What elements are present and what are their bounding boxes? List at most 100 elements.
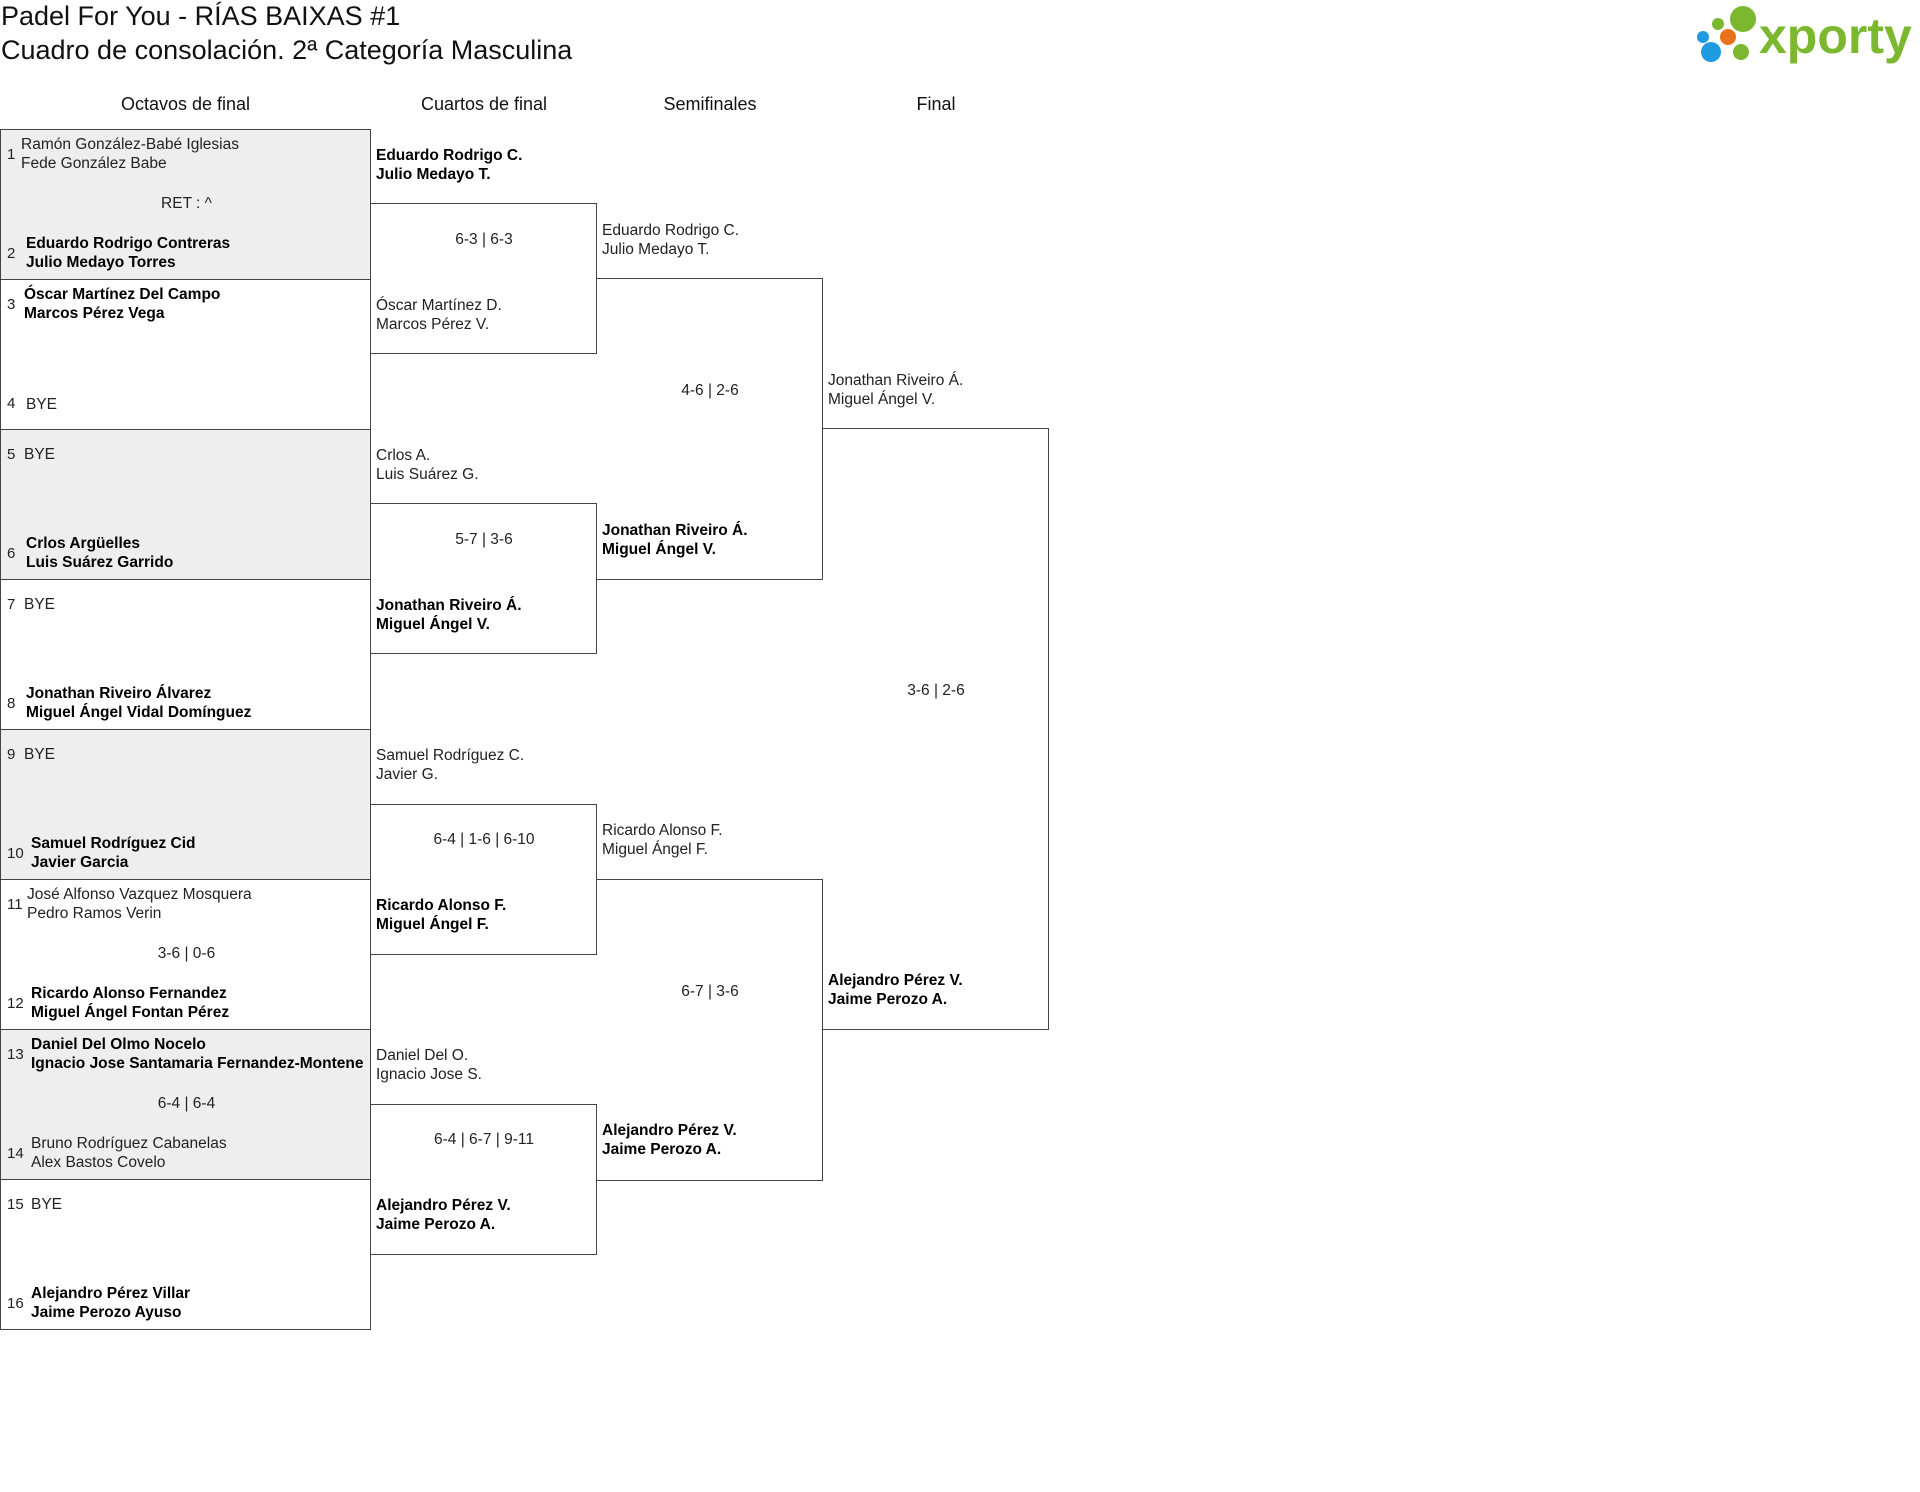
r16-match-2[interactable]: 3 Óscar Martínez Del Campo Marcos Pérez … bbox=[0, 279, 371, 430]
r16-match-6[interactable]: 11 José Alfonso Vazquez Mosquera Pedro R… bbox=[0, 879, 371, 1030]
qf3-team-top: Samuel Rodríguez C. Javier G. bbox=[376, 746, 524, 784]
team-top: José Alfonso Vazquez Mosquera Pedro Ramo… bbox=[27, 885, 252, 923]
qf-match-3[interactable]: 6-4 | 1-6 | 6-10 bbox=[371, 804, 597, 955]
player-name: Jaime Perozo A. bbox=[602, 1141, 722, 1158]
seed-number: 2 bbox=[7, 245, 16, 262]
match-score: 5-7 | 3-6 bbox=[455, 531, 513, 548]
player-name: Luis Suárez Garrido bbox=[26, 554, 174, 571]
player-name: Alejandro Pérez V. bbox=[376, 1197, 511, 1214]
player-name: Samuel Rodríguez C. bbox=[376, 747, 525, 764]
qf1-team-bottom: Óscar Martínez D. Marcos Pérez V. bbox=[376, 296, 502, 334]
player-name: Miguel Ángel V. bbox=[828, 391, 936, 408]
seed-number: 16 bbox=[7, 1295, 24, 1312]
player-name: Eduardo Rodrigo C. bbox=[376, 147, 523, 164]
match-score: 6-4 | 6-7 | 9-11 bbox=[434, 1131, 534, 1148]
player-name: José Alfonso Vazquez Mosquera bbox=[27, 886, 252, 903]
match-score: 6-4 | 1-6 | 6-10 bbox=[433, 831, 535, 848]
player-name: Samuel Rodríguez Cid bbox=[31, 835, 196, 852]
r16-match-3[interactable]: 5 BYE 6 Crlos Argüelles Luis Suárez Garr… bbox=[0, 429, 371, 580]
round-title-qf: Cuartos de final bbox=[420, 94, 548, 114]
match-score: 3-6 | 2-6 bbox=[907, 682, 965, 699]
qf4-team-top: Daniel Del O. Ignacio Jose S. bbox=[376, 1046, 482, 1084]
seed-number: 1 bbox=[7, 146, 16, 163]
seed-number: 7 bbox=[7, 596, 16, 613]
team-top-bye: BYE bbox=[31, 1195, 62, 1214]
player-name: Javier Garcia bbox=[31, 854, 129, 871]
team-top-bye: BYE bbox=[24, 745, 55, 764]
bye-label: BYE bbox=[24, 446, 56, 463]
r16-match-4[interactable]: 7 BYE 8 Jonathan Riveiro Álvarez Miguel … bbox=[0, 579, 371, 730]
round-title-r16: Octavos de final bbox=[120, 94, 251, 114]
team-bottom-winner: Ricardo Alonso Fernandez Miguel Ángel Fo… bbox=[31, 984, 229, 1022]
tournament-title: Padel For You - RÍAS BAIXAS #1 bbox=[1, 1, 401, 31]
match-score: 6-7 | 3-6 bbox=[681, 983, 739, 1000]
player-name: Miguel Ángel V. bbox=[376, 616, 490, 633]
qf2-team-bottom-winner: Jonathan Riveiro Á. Miguel Ángel V. bbox=[376, 596, 522, 634]
sf-match-1[interactable]: 4-6 | 2-6 bbox=[597, 278, 823, 580]
round-title-sf: Semifinales bbox=[663, 94, 757, 114]
player-name: Jaime Perozo A. bbox=[376, 1216, 496, 1233]
team-bottom: Bruno Rodríguez Cabanelas Alex Bastos Co… bbox=[31, 1134, 227, 1172]
qf2-team-top: Crlos A. Luis Suárez G. bbox=[376, 446, 479, 484]
bye-label: BYE bbox=[26, 396, 58, 413]
team-bottom-bye: BYE bbox=[26, 395, 57, 414]
qf4-team-bottom-winner: Alejandro Pérez V. Jaime Perozo A. bbox=[376, 1196, 511, 1234]
logo-text: xporty bbox=[1759, 8, 1912, 64]
player-name: Óscar Martínez Del Campo bbox=[24, 286, 221, 303]
player-name: Jonathan Riveiro Á. bbox=[376, 597, 522, 614]
draw-subtitle: Cuadro de consolación. 2ª Categoría Masc… bbox=[1, 35, 573, 65]
xporty-logo[interactable]: xporty bbox=[1695, 4, 1920, 68]
player-name: Marcos Pérez V. bbox=[376, 316, 490, 333]
player-name: Ignacio Jose Santamaria Fernandez-Monten… bbox=[31, 1055, 364, 1072]
match-score: 3-6 | 0-6 bbox=[157, 945, 216, 962]
player-name: Eduardo Rodrigo Contreras bbox=[26, 235, 231, 252]
qf3-team-bottom-winner: Ricardo Alonso F. Miguel Ángel F. bbox=[376, 896, 506, 934]
player-name: Marcos Pérez Vega bbox=[24, 305, 165, 322]
match-score: 6-3 | 6-3 bbox=[455, 231, 513, 248]
seed-number: 9 bbox=[7, 746, 16, 763]
seed-number: 6 bbox=[7, 545, 16, 562]
player-name: Javier G. bbox=[376, 766, 439, 783]
seed-number: 3 bbox=[7, 296, 16, 313]
qf-match-1[interactable]: 6-3 | 6-3 bbox=[371, 203, 597, 354]
player-name: Alejandro Pérez V. bbox=[602, 1122, 737, 1139]
team-top-winner: Daniel Del Olmo Nocelo Ignacio Jose Sant… bbox=[31, 1035, 363, 1073]
seed-number: 15 bbox=[7, 1196, 24, 1213]
player-name: Julio Medayo T. bbox=[376, 166, 491, 183]
match-score: RET : ^ bbox=[161, 195, 212, 212]
r16-match-8[interactable]: 15 BYE 16 Alejandro Pérez Villar Jaime P… bbox=[0, 1179, 371, 1330]
sf-match-2[interactable]: 6-7 | 3-6 bbox=[597, 879, 823, 1181]
player-name: Crlos A. bbox=[376, 447, 431, 464]
final-match[interactable]: 3-6 | 2-6 bbox=[823, 428, 1049, 1030]
player-name: Miguel Ángel Vidal Domínguez bbox=[26, 704, 252, 721]
seed-number: 14 bbox=[7, 1145, 24, 1162]
match-score: 4-6 | 2-6 bbox=[681, 382, 739, 399]
qf-match-4[interactable]: 6-4 | 6-7 | 9-11 bbox=[371, 1104, 597, 1255]
sf2-team-bottom-winner: Alejandro Pérez V. Jaime Perozo A. bbox=[602, 1121, 737, 1159]
r16-match-1[interactable]: 1 Ramón González-Babé Iglesias Fede Gonz… bbox=[0, 129, 371, 280]
player-name: Ricardo Alonso F. bbox=[376, 897, 507, 914]
qf-match-2[interactable]: 5-7 | 3-6 bbox=[371, 503, 597, 654]
final-team-top: Jonathan Riveiro Á. Miguel Ángel V. bbox=[828, 371, 963, 409]
player-name: Ricardo Alonso Fernandez bbox=[31, 985, 227, 1002]
r16-match-5[interactable]: 9 BYE 10 Samuel Rodríguez Cid Javier Gar… bbox=[0, 729, 371, 880]
seed-number: 10 bbox=[7, 845, 24, 862]
seed-number: 11 bbox=[7, 896, 23, 913]
r16-match-7[interactable]: 13 Daniel Del Olmo Nocelo Ignacio Jose S… bbox=[0, 1029, 371, 1180]
player-name: Luis Suárez G. bbox=[376, 466, 479, 483]
player-name: Eduardo Rodrigo C. bbox=[602, 222, 739, 239]
seed-number: 13 bbox=[7, 1046, 24, 1063]
seed-number: 8 bbox=[7, 695, 16, 712]
player-name: Miguel Ángel V. bbox=[602, 541, 716, 558]
team-top: Ramón González-Babé Iglesias Fede Gonzál… bbox=[21, 135, 239, 173]
qf1-team-top-winner: Eduardo Rodrigo C. Julio Medayo T. bbox=[376, 146, 522, 184]
bye-label: BYE bbox=[24, 746, 56, 763]
sf1-team-top: Eduardo Rodrigo C. Julio Medayo T. bbox=[602, 221, 739, 259]
player-name: Ignacio Jose S. bbox=[376, 1066, 482, 1083]
player-name: Jonathan Riveiro Álvarez bbox=[26, 685, 212, 702]
xporty-logo-graphic: xporty bbox=[1697, 6, 1912, 64]
player-name: Daniel Del O. bbox=[376, 1047, 469, 1064]
team-top-bye: BYE bbox=[24, 595, 55, 614]
player-name: Jonathan Riveiro Á. bbox=[828, 372, 964, 389]
player-name: Alejandro Pérez Villar bbox=[31, 1285, 191, 1302]
